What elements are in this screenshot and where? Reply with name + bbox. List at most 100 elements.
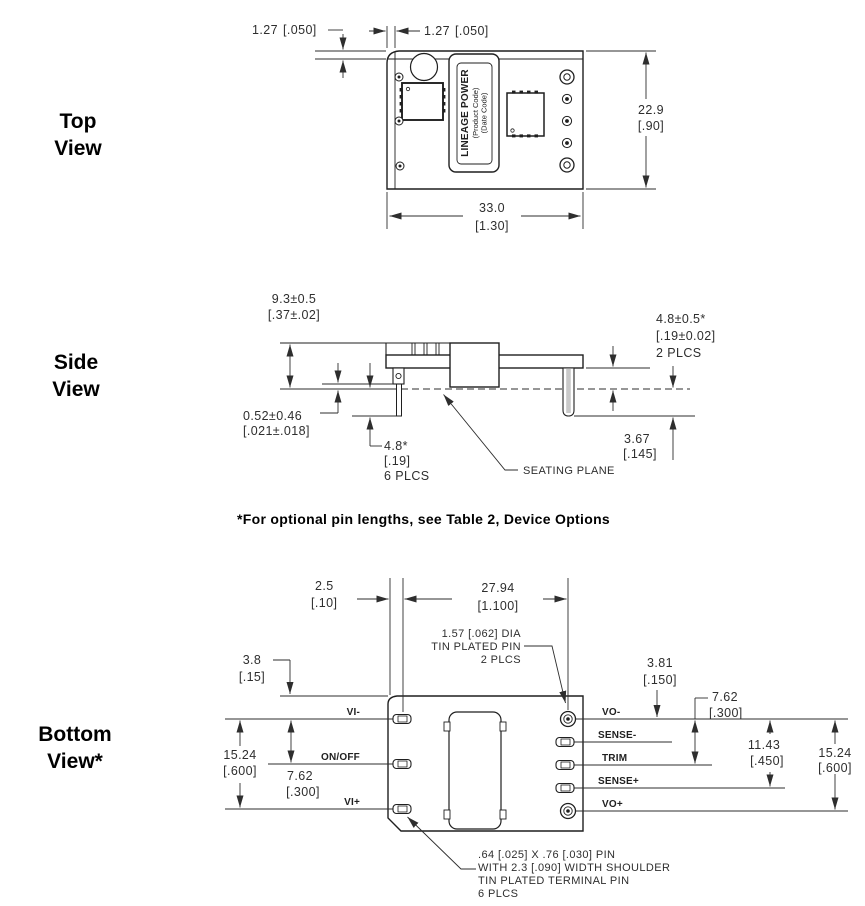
top-view: LINEAGE POWER (Product Code) (Date Code)… — [252, 23, 664, 233]
dim-vo-span: 15.24 [.600] — [818, 720, 852, 810]
pin-lines — [225, 718, 848, 812]
dim-top-offset-v-mm: 1.27 — [252, 23, 278, 37]
dim-body-seating-mm: 3.67 — [624, 432, 650, 446]
dim-height-mm: 22.9 — [638, 103, 664, 117]
callout-round-pin: 1.57 [.062] DIA TIN PLATED PIN 2 PLCS — [431, 628, 567, 704]
dim-io-pin-plcs: 6 PLCS — [384, 469, 429, 483]
bottom-view-label-line1: Bottom — [38, 723, 111, 746]
dim-vo-pitch: 3.81 [.150] — [643, 656, 677, 717]
dim-height-in: [.90] — [638, 119, 664, 133]
dim-vo-trim-mm: 7.62 — [712, 690, 738, 704]
dim-body-to-seating: 3.67 [.145] — [609, 346, 657, 461]
callout-terminal-pin-line2: WITH 2.3 [.090] WIDTH SHOULDER — [478, 862, 670, 874]
top-view-input-pins — [394, 72, 405, 171]
dim-pin-span: 27.94 [1.100] — [404, 581, 567, 613]
bottom-view: VI- ON/OFF VI+ VO- SENSE- TRIM SENSE+ VO… — [223, 578, 852, 900]
dim-module-height-in: [.37±.02] — [268, 308, 320, 322]
callout-round-pin-line1: 1.57 [.062] DIA — [442, 628, 522, 640]
dim-width-in: [1.30] — [475, 219, 509, 233]
dim-edge-to-pin: 2.5 [.10] — [311, 579, 389, 610]
dim-standoff-in: [.021±.018] — [243, 424, 310, 438]
nameplate: LINEAGE POWER (Product Code) (Date Code) — [448, 53, 500, 173]
dim-io-pin-mm: 4.8* — [384, 439, 408, 453]
dim-vo-pitch-in: [.150] — [643, 673, 677, 687]
dim-top-offset-h-mm: 1.27 — [424, 24, 450, 38]
dim-vi-span: 15.24 [.600] — [223, 720, 256, 808]
dim-standoff: 0.52±0.46 [.021±.018] — [243, 363, 393, 438]
callout-round-pin-line3: 2 PLCS — [481, 654, 521, 666]
callout-terminal-pin-line1: .64 [.025] X .76 [.030] PIN — [478, 849, 615, 861]
side-view-label-line1: Side — [54, 351, 98, 374]
dim-output-pin-mm: 4.8±0.5* — [656, 312, 706, 326]
dim-vo-sense-mm: 11.43 — [748, 738, 780, 752]
dim-vi-span-mm: 15.24 — [223, 748, 256, 762]
sense-trim-pins — [555, 736, 575, 794]
pin-label-sense-minus: SENSE- — [598, 730, 636, 741]
top-view-output-pins — [559, 69, 575, 173]
side-view-output-pin — [562, 367, 575, 417]
callout-round-pin-line2: TIN PLATED PIN — [431, 641, 521, 653]
dim-output-pin-plcs: 2 PLCS — [656, 346, 701, 360]
side-view: 9.3±0.5 [.37±.02] 0.52±0.46 [.021±.018] … — [243, 292, 715, 483]
dim-edge-pin-in: [.10] — [311, 596, 337, 610]
dim-vo-sense-in: [.450] — [750, 754, 784, 768]
top-view-label-line2: View — [54, 137, 102, 160]
ic-left — [399, 82, 446, 121]
dim-vo-span-mm: 15.24 — [818, 746, 851, 760]
dim-pin-span-mm: 27.94 — [481, 581, 514, 595]
top-view-label-line1: Top — [60, 110, 97, 133]
dim-vo-trim-in: [.300] — [709, 706, 743, 720]
dim-vo-to-sense: 11.43 [.450] — [748, 720, 784, 787]
nameplate-brand: LINEAGE POWER — [460, 69, 471, 157]
ic-right — [506, 90, 545, 138]
pin-label-sense-plus: SENSE+ — [598, 776, 639, 787]
bottom-view-label: Bottom View* — [38, 723, 111, 773]
side-view-components — [411, 343, 440, 355]
pin-label-vo-plus: VO+ — [602, 799, 623, 810]
dim-io-pin-in: [.19] — [384, 454, 410, 468]
dim-top-view-width: 33.0 [1.30] — [386, 192, 584, 233]
dim-module-height: 9.3±0.5 [.37±.02] — [268, 292, 320, 388]
seating-plane-callout: SEATING PLANE — [443, 394, 615, 477]
bottom-view-label-line2: View* — [47, 750, 103, 773]
dim-vi-pitch: 7.62 [.300] — [286, 720, 320, 799]
dim-vi-pitch-in: [.300] — [286, 785, 320, 799]
dim-output-pin-length: 4.8±0.5* [.19±0.02] 2 PLCS — [656, 312, 715, 460]
dim-vo-to-trim: 7.62 [.300] — [691, 690, 743, 764]
side-view-label: Side View — [52, 351, 100, 401]
toroid-inductor — [409, 52, 439, 82]
callout-terminal-pin-line4: 6 PLCS — [478, 888, 518, 900]
pin-label-trim: TRIM — [602, 753, 627, 764]
side-view-transformer — [449, 342, 500, 388]
pin-label-vi-minus: VI- — [347, 707, 360, 718]
footnote: *For optional pin lengths, see Table 2, … — [237, 511, 610, 527]
dim-module-height-mm: 9.3±0.5 — [272, 292, 316, 306]
seating-plane-label: SEATING PLANE — [523, 465, 615, 477]
side-view-shoulder-pin — [392, 367, 405, 417]
dim-standoff-mm: 0.52±0.46 — [243, 409, 302, 423]
dim-top-offset-horizontal: 1.27 [.050] — [369, 24, 489, 48]
dim-vo-span-in: [.600] — [818, 761, 852, 775]
callout-terminal-pin: .64 [.025] X .76 [.030] PIN WITH 2.3 [.0… — [407, 816, 670, 900]
pin-label-vi-plus: VI+ — [344, 797, 360, 808]
dim-body-seating-in: [.145] — [623, 447, 657, 461]
slot-notches — [443, 721, 507, 820]
dim-top-vi-mm: 3.8 — [243, 653, 262, 667]
nameplate-product-code: (Product Code) — [471, 87, 480, 138]
dim-edge-pin-mm: 2.5 — [315, 579, 334, 593]
dim-width-mm: 33.0 — [479, 201, 505, 215]
pin-label-on-off: ON/OFF — [321, 752, 360, 763]
nameplate-date-code: (Date Code) — [480, 92, 489, 133]
callout-terminal-pin-line3: TIN PLATED TERMINAL PIN — [478, 875, 629, 887]
input-terminal-pins — [392, 713, 412, 815]
dim-io-pin-length: 4.8* [.19] 6 PLCS — [366, 363, 429, 483]
side-view-label-line2: View — [52, 378, 100, 401]
dim-top-view-height: 22.9 [.90] — [586, 50, 664, 190]
top-view-label: Top View — [54, 110, 102, 160]
dim-top-vi-in: [.15] — [239, 670, 265, 684]
dim-top-offset-v-in: [.050] — [283, 23, 317, 37]
transformer-slot — [448, 711, 502, 830]
dim-top-offset-h-in: [.050] — [455, 24, 489, 38]
